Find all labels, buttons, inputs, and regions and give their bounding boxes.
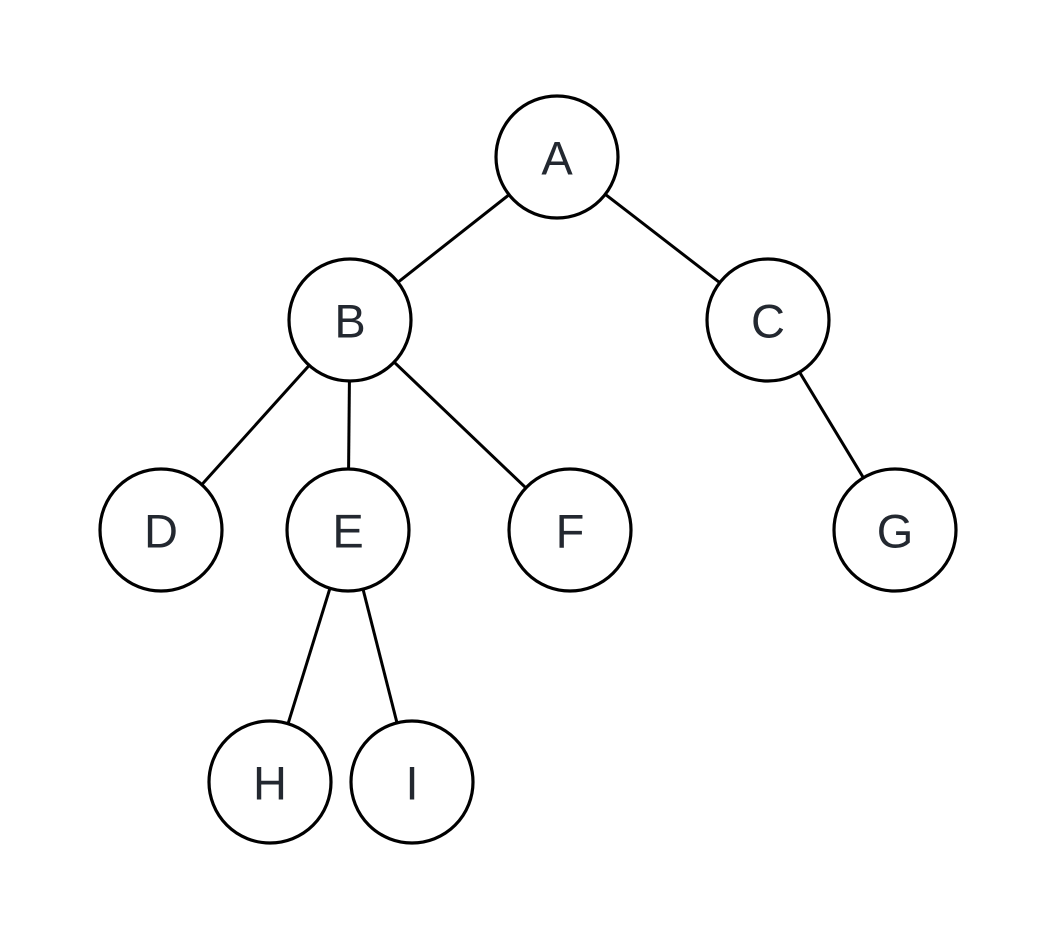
node-b[interactable]: B [287, 257, 413, 383]
node-circle-a[interactable] [494, 94, 620, 220]
nodes-layer: A B C D E F G H I [98, 94, 958, 845]
node-circle-b[interactable] [287, 257, 413, 383]
node-d[interactable]: D [98, 467, 224, 593]
node-label-g: G [877, 505, 914, 558]
node-circle-i[interactable] [349, 719, 475, 845]
edge-e-h [286, 588, 332, 724]
node-label-c: C [751, 295, 785, 348]
edge-b-e [347, 381, 351, 469]
edge-b-f [393, 361, 527, 489]
node-f[interactable]: F [507, 467, 633, 593]
node-a[interactable]: A [494, 94, 620, 220]
edge-a-b [397, 194, 510, 283]
node-i[interactable]: I [349, 719, 475, 845]
node-circle-f[interactable] [507, 467, 633, 593]
node-label-h: H [253, 757, 287, 810]
edge-e-i [361, 589, 399, 723]
node-e[interactable]: E [285, 467, 411, 593]
node-label-f: F [556, 505, 585, 558]
node-label-b: B [334, 295, 365, 348]
node-label-i: I [405, 757, 418, 810]
node-circle-g[interactable] [832, 467, 958, 593]
edge-b-d [201, 365, 310, 485]
node-circle-c[interactable] [705, 257, 831, 383]
edge-c-g [798, 372, 865, 478]
node-h[interactable]: H [207, 719, 333, 845]
node-label-d: D [144, 505, 178, 558]
node-label-a: A [541, 132, 573, 185]
node-circle-h[interactable] [207, 719, 333, 845]
edges-layer [201, 193, 865, 724]
edge-a-c [605, 193, 720, 284]
node-label-e: E [332, 505, 363, 558]
node-c[interactable]: C [705, 257, 831, 383]
node-g[interactable]: G [832, 467, 958, 593]
node-circle-e[interactable] [285, 467, 411, 593]
node-circle-d[interactable] [98, 467, 224, 593]
